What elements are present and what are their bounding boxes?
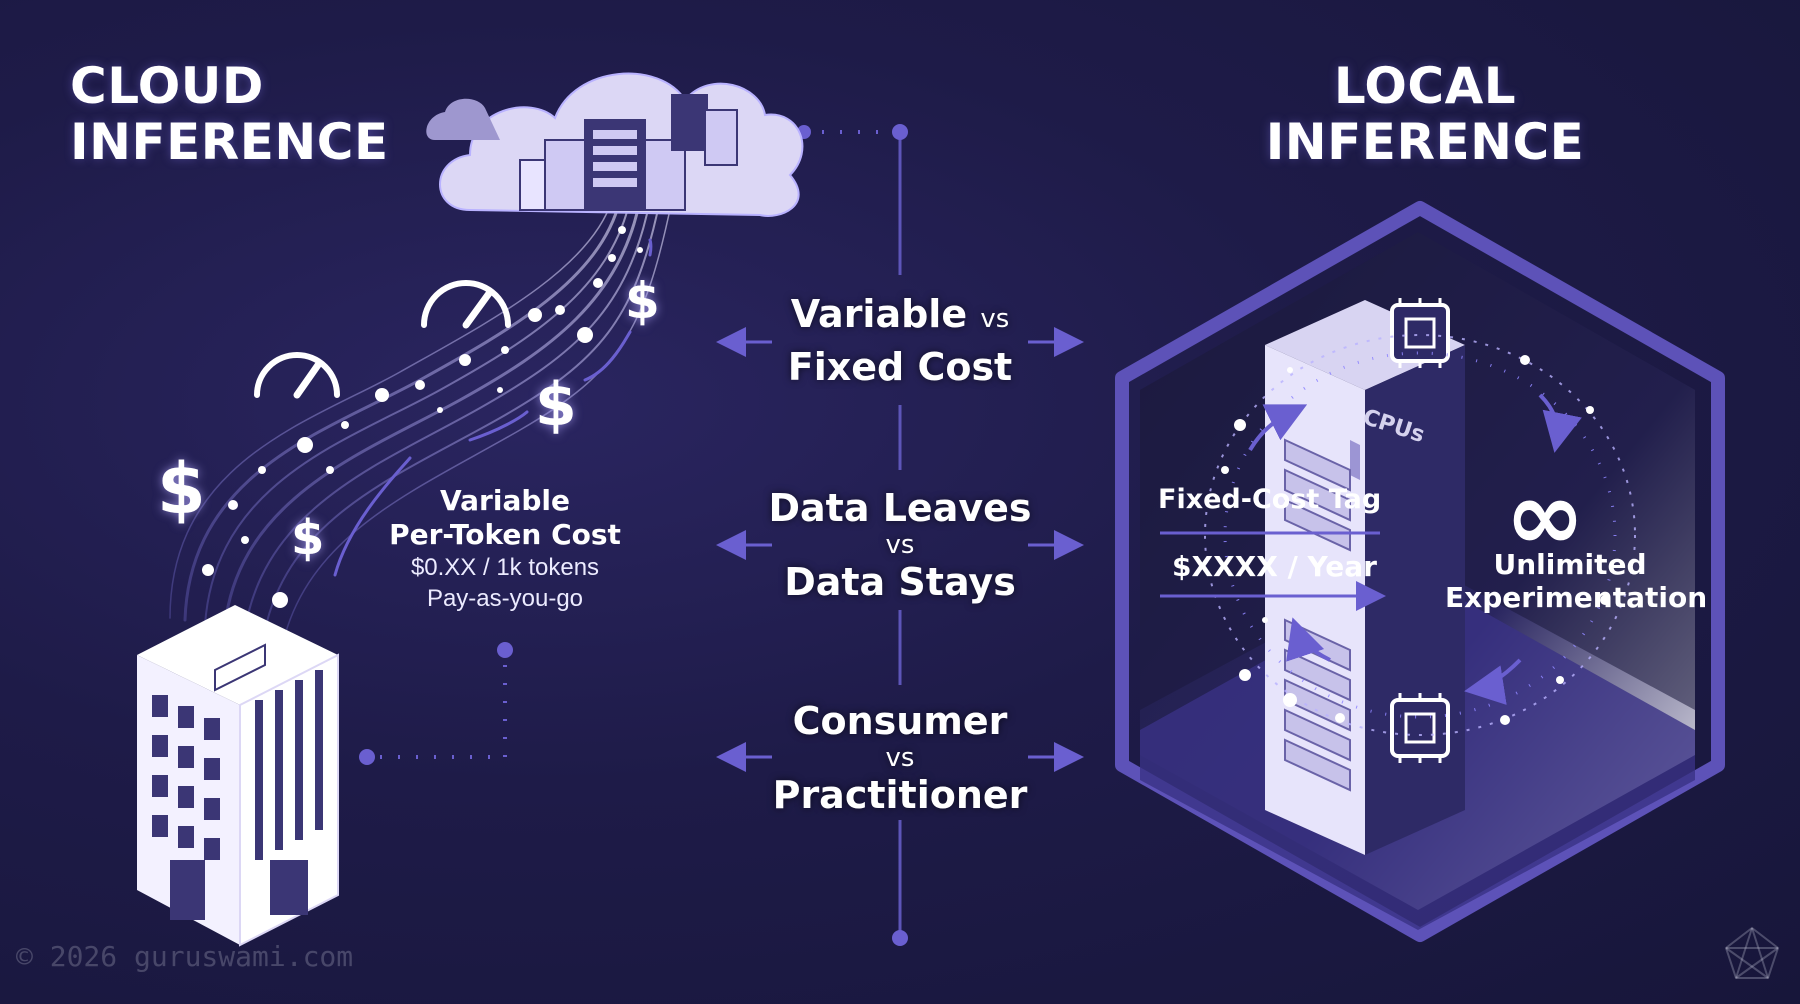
local-title-line-1: LOCAL (1333, 57, 1517, 115)
comparison-role-left: Consumer (792, 699, 1008, 743)
comparison-cost-vs: vs (980, 304, 1010, 334)
orbit-ring (1204, 334, 1636, 736)
comparison-data: Data Leaves vs Data Stays (745, 484, 1055, 606)
infinity-icon: ∞ (1505, 460, 1585, 572)
comparison-data-vs: vs (885, 530, 915, 560)
comparison-role-right: Practitioner (772, 773, 1028, 817)
comparison-arrows (716, 327, 1084, 772)
cloud-title-line-2: INFERENCE (70, 113, 389, 171)
data-stream (169, 198, 673, 636)
fixed-cost-tag-label: Fixed-Cost Tag (1158, 484, 1382, 515)
comparison-role-vs: vs (885, 743, 915, 773)
comparison-data-left: Data Leaves (768, 486, 1032, 530)
speedometer-icon (254, 280, 511, 399)
cloud-cost-price: $0.XX / 1k tokens (410, 554, 600, 581)
local-title-line-2: INFERENCE (1265, 113, 1585, 171)
comparison-cost: Variable vs Fixed Cost (745, 290, 1055, 391)
cloud-server-icon (426, 72, 804, 217)
fixed-cost-tag-lines (1160, 531, 1386, 611)
unlimited-line-2: Experimentation (1445, 581, 1708, 614)
comparison-data-right: Data Stays (784, 560, 1016, 604)
cloud-cost-heading-1: Variable (440, 484, 570, 517)
cloud-inference-title: CLOUD INFERENCE (70, 58, 389, 170)
comparison-cost-right: Fixed Cost (787, 345, 1013, 389)
cloud-cost-model: Pay-as-you-go (426, 585, 584, 612)
copyright-text: © 2026 guruswami.com (16, 940, 354, 973)
office-building-icon (137, 605, 339, 947)
center-divider (797, 124, 908, 946)
unlimited-line-1: Unlimited (1493, 548, 1647, 581)
cloud-cost-heading-2: Per-Token Cost (389, 518, 621, 551)
cloud-title-line-1: CLOUD (70, 57, 264, 115)
comparison-cost-left: Variable (790, 292, 968, 336)
unlimited-experimentation-label: Unlimited Experimentation (1445, 548, 1708, 614)
stream-particles (202, 226, 643, 608)
local-inference-title: LOCAL INFERENCE (1210, 58, 1640, 170)
dollar-icon: $ (291, 510, 325, 566)
dollar-icon: $ (625, 272, 660, 330)
building-connector (359, 642, 513, 765)
network-logo-icon (1724, 926, 1780, 979)
dollar-icon: $ (157, 448, 206, 530)
comparison-role: Consumer vs Practitioner (745, 697, 1055, 819)
fixed-cost-price: $XXXX / Year (1172, 550, 1377, 583)
dollar-icon: $ (535, 370, 577, 440)
cloud-cost-label: Variable Per-Token Cost $0.XX / 1k token… (370, 484, 640, 614)
orbit-particles (1221, 355, 1610, 725)
cpu-chip-icon (1390, 298, 1450, 763)
